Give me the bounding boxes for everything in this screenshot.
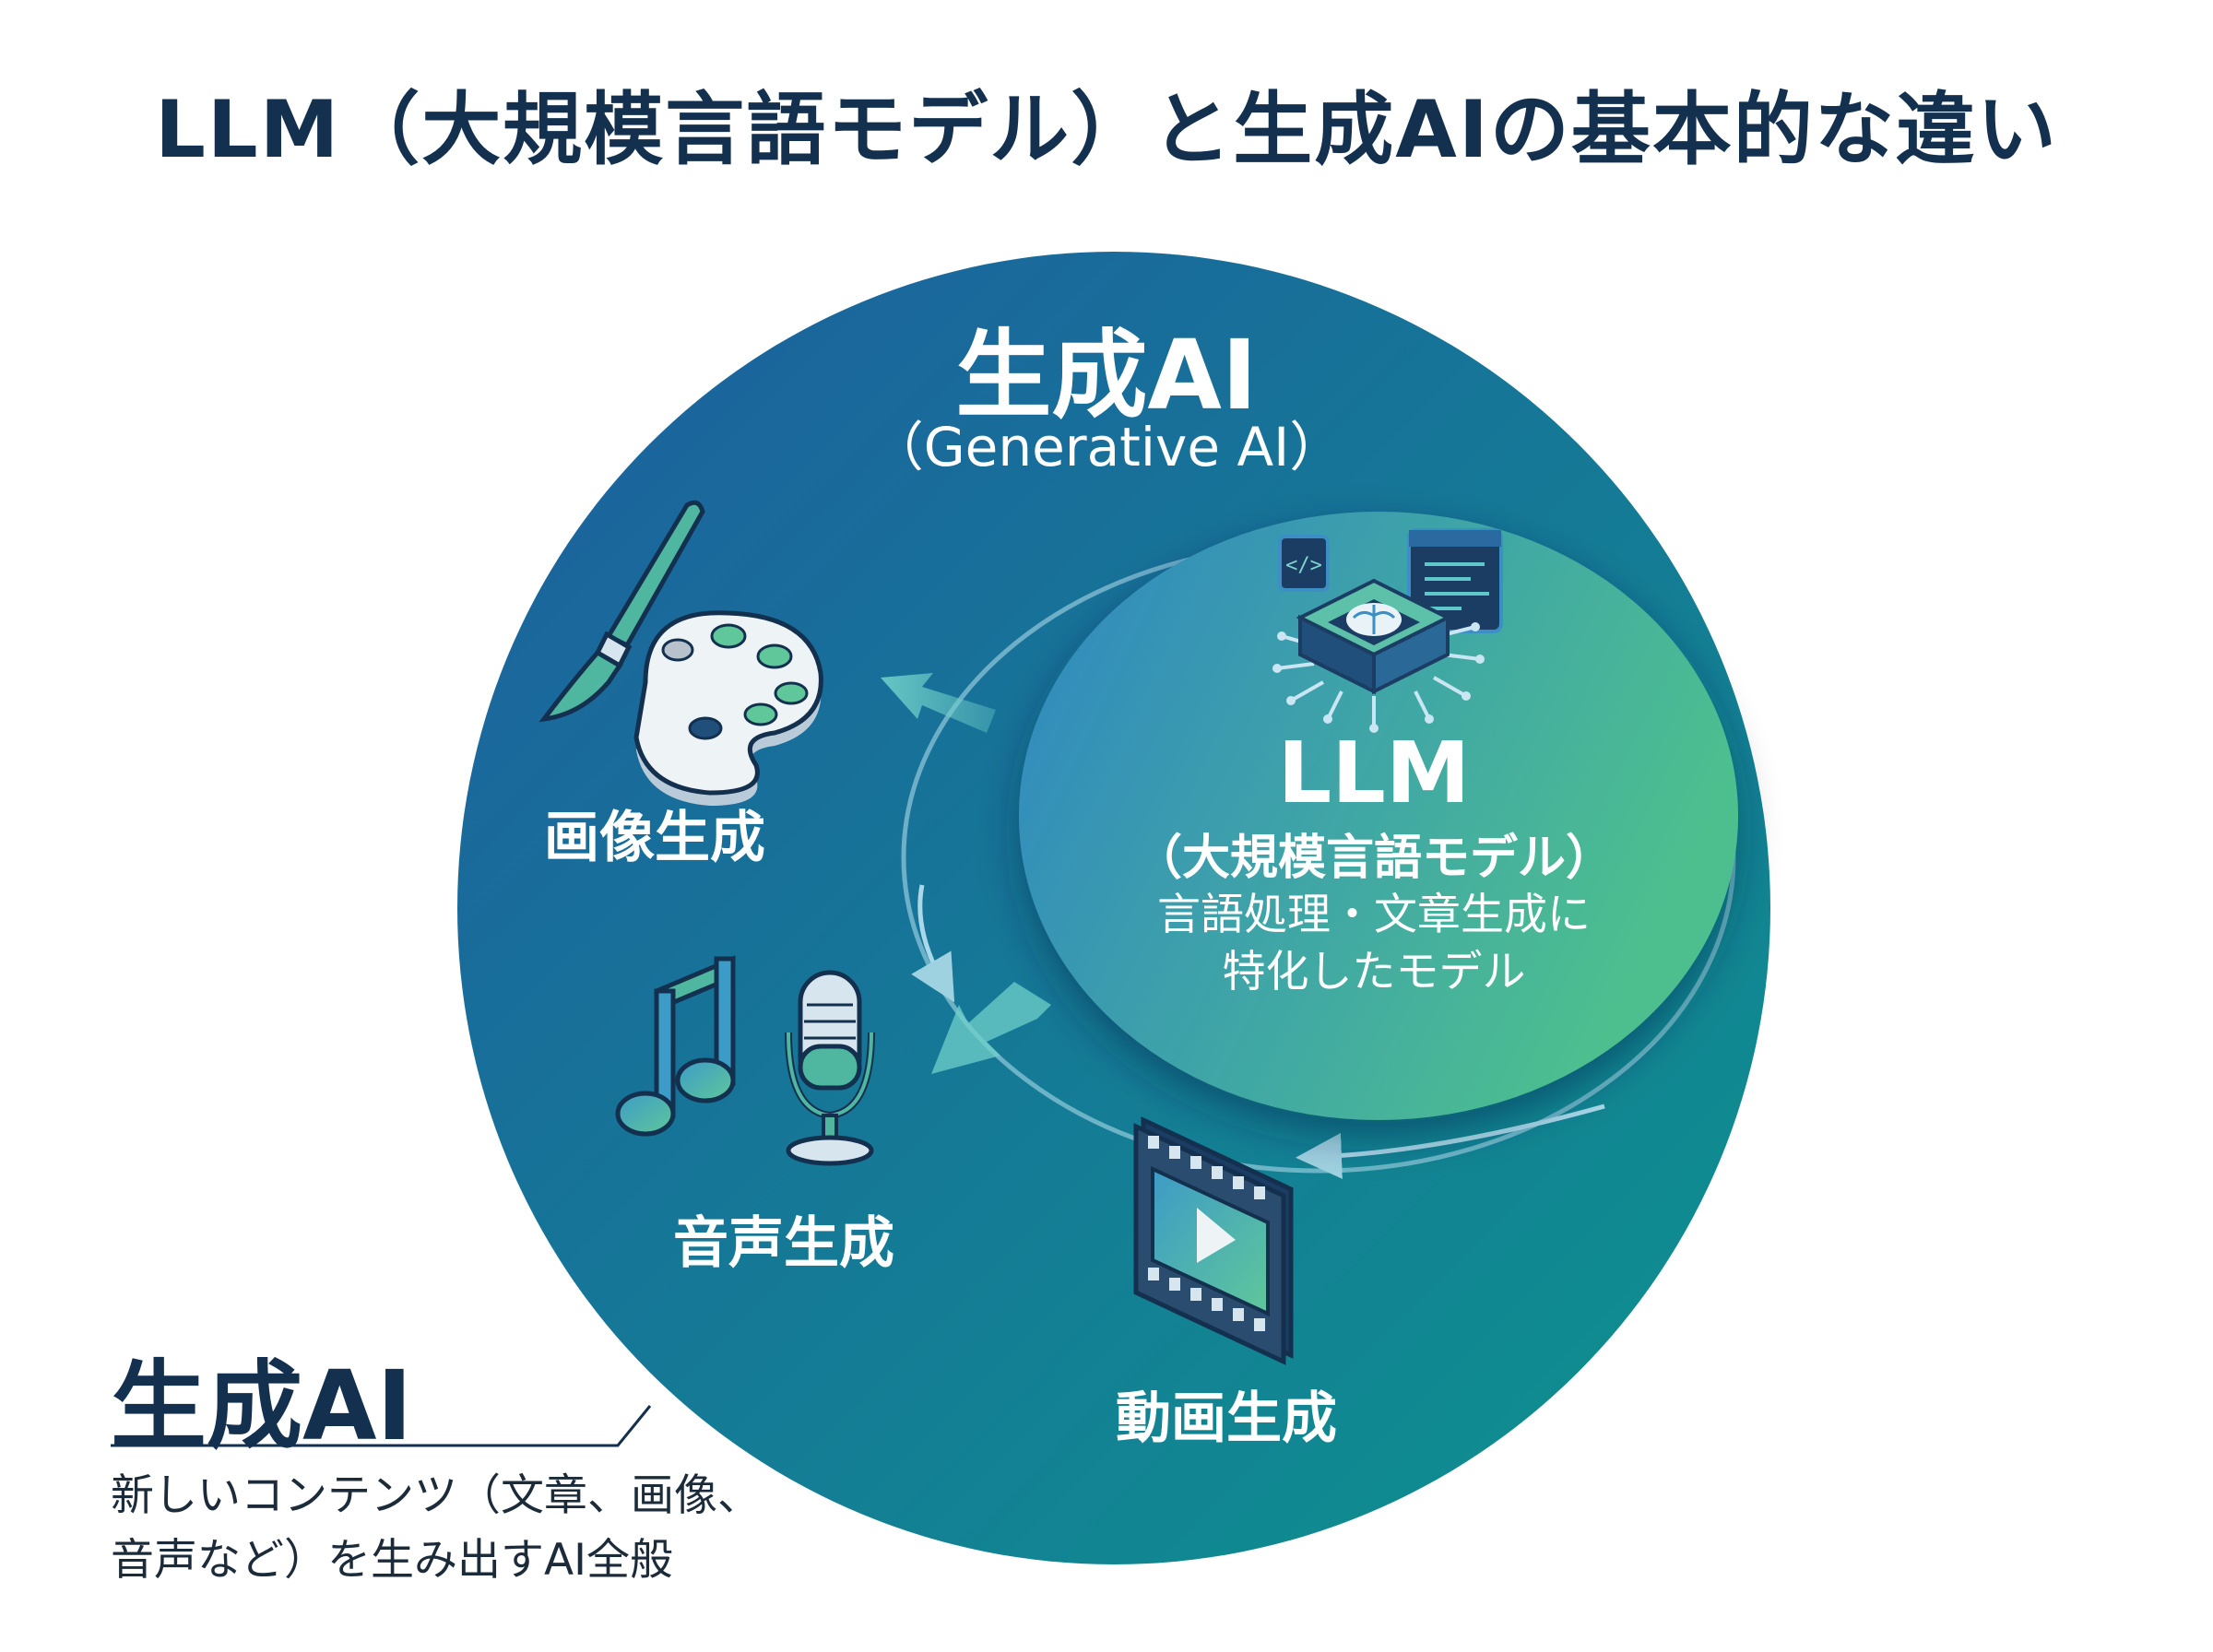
llm-description: 言語処理・文章生成に 特化したモデル [1005, 887, 1743, 1001]
llm-title: LLM [1277, 724, 1471, 822]
callout-line1: 新しいコンテンツ（文章、画像、 [111, 1470, 761, 1521]
llm-subtitle: （大規模言語モデル） [1133, 831, 1614, 886]
chip-brain-icon [1272, 578, 1485, 733]
llm-description-line1: 言語処理・文章生成に [1157, 890, 1591, 940]
page-title: LLM（大規模言語モデル）と生成AIの基本的な違い [155, 84, 2058, 176]
generative-ai-title: 生成AI [955, 319, 1258, 431]
callout-line2: 音声など）を生み出すAI全般 [111, 1535, 674, 1586]
play-icon [1197, 1208, 1236, 1263]
audio-generation-label: 音声生成 [673, 1211, 894, 1276]
arrow-to-audio [931, 982, 1051, 1074]
microphone-icon [785, 970, 875, 1166]
video-generation-label: 動画生成 [1116, 1386, 1337, 1451]
callout-text: 新しいコンテンツ（文章、画像、 音声など）を生み出すAI全般 [111, 1464, 811, 1593]
music-note-icon [615, 955, 736, 1137]
llm-description-line2: 特化したモデル [1222, 947, 1526, 997]
generative-ai-subtitle: （Generative AI） [870, 416, 1343, 478]
arrow-to-image [881, 673, 996, 733]
image-generation-label: 画像生成 [544, 806, 765, 870]
callout-leader-line [111, 1405, 652, 1447]
paintbrush-icon [538, 500, 705, 723]
code-window-icon: </> [1278, 528, 1503, 633]
palette-icon [633, 610, 823, 806]
llm-circle [1019, 512, 1738, 1120]
orbit-arrow-left [911, 884, 955, 1003]
callout-title: 生成AI [111, 1350, 413, 1462]
svg-text:</>: </> [1285, 554, 1322, 577]
orbit-arrow-right [1296, 1103, 1605, 1179]
